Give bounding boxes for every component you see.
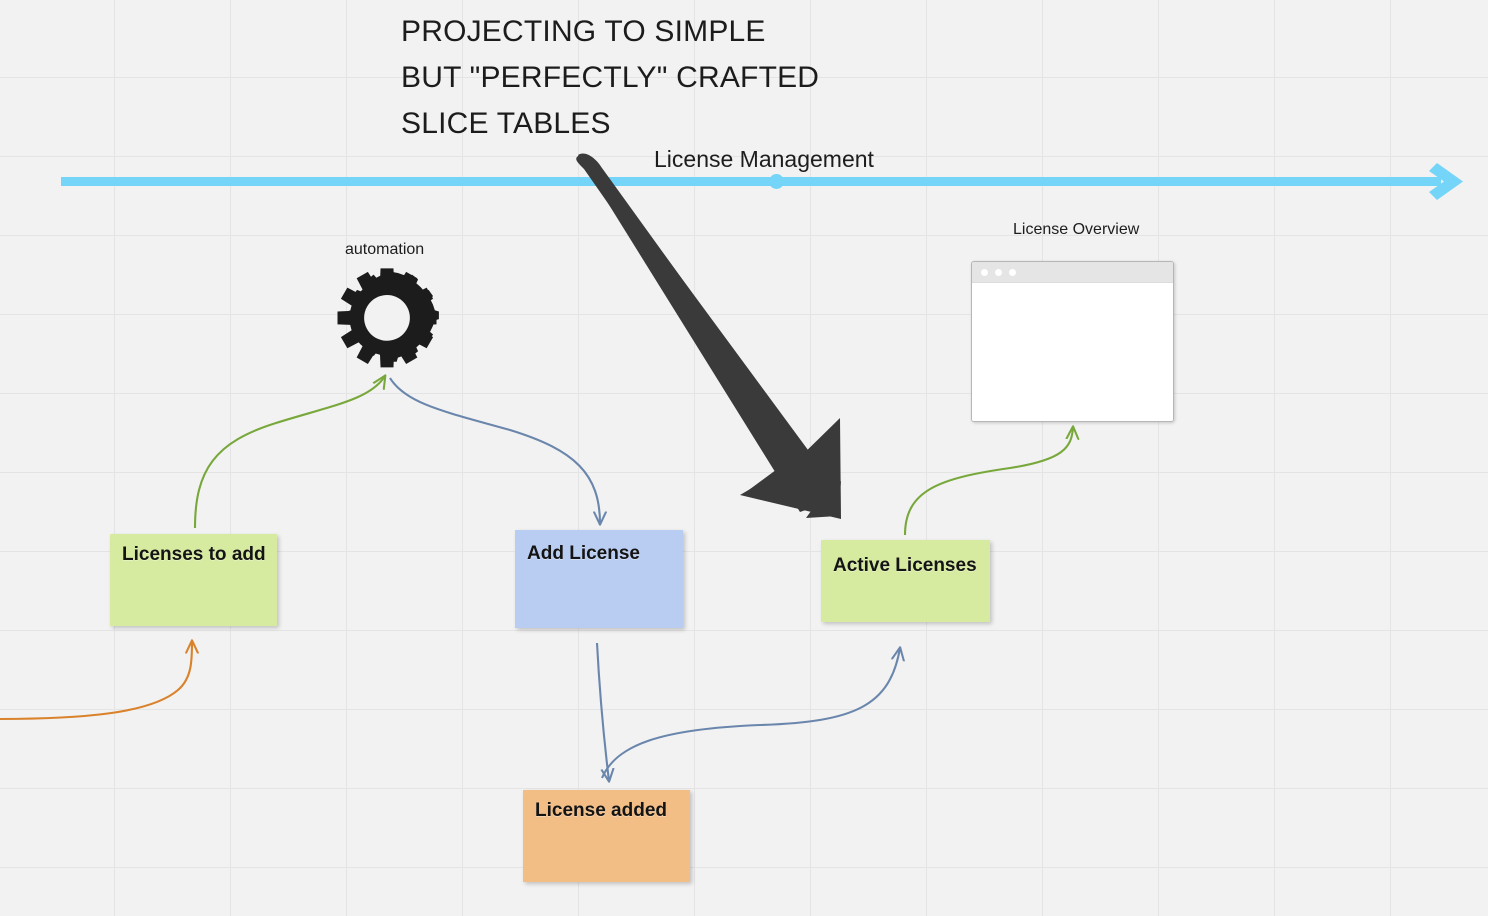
window-dot-close-icon[interactable]	[981, 268, 988, 276]
sticky-note-licenses-to-add[interactable]: Licenses to add	[110, 534, 277, 626]
automation-label: automation	[345, 241, 425, 258]
sticky-note-add-license[interactable]: Add License	[515, 530, 683, 628]
sticky-note-label: Licenses to add	[122, 544, 266, 565]
timeline-marker-dot[interactable]	[769, 174, 784, 189]
headline-line-1: PROJECTING TO SIMPLE	[401, 15, 766, 48]
page-title: PROJECTING TO SIMPLE BUT "PERFECTLY" CRA…	[401, 9, 1041, 147]
license-overview-window[interactable]	[971, 261, 1174, 422]
gear-icon[interactable]	[335, 268, 439, 372]
sticky-note-label: Active Licenses	[833, 555, 977, 576]
timeline-label: License Management	[654, 146, 874, 172]
gear-icon-hole	[364, 295, 410, 341]
sticky-note-active-licenses[interactable]: Active Licenses	[821, 540, 990, 622]
timeline-bar[interactable]	[61, 177, 1441, 186]
sticky-note-label: Add License	[527, 543, 640, 564]
window-body	[972, 283, 1173, 421]
sticky-note-label: License added	[535, 800, 667, 821]
headline-line-2: BUT "PERFECTLY" CRAFTED	[401, 61, 820, 94]
window-dot-minimize-icon[interactable]	[995, 268, 1002, 276]
headline-line-3: SLICE TABLES	[401, 107, 611, 140]
window-dot-maximize-icon[interactable]	[1009, 268, 1016, 276]
sticky-note-license-added[interactable]: License added	[523, 790, 690, 882]
window-titlebar	[972, 262, 1173, 283]
window-mock-label: License Overview	[1013, 221, 1140, 238]
